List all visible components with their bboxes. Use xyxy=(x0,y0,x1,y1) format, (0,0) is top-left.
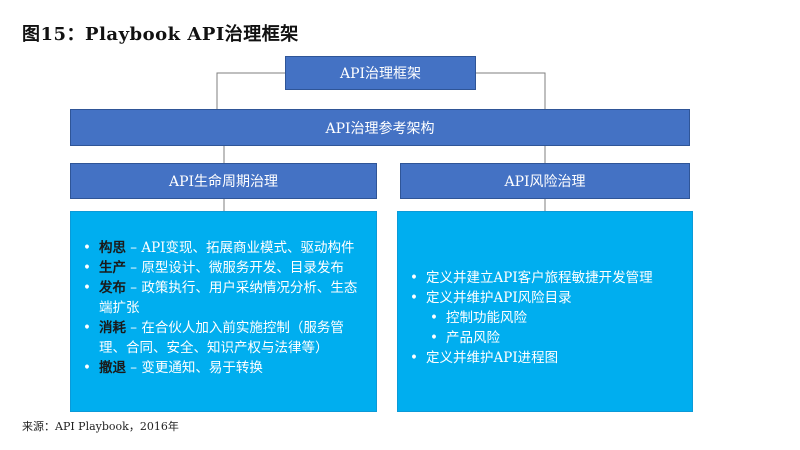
lifecycle-label: API生命周期治理 xyxy=(168,174,279,190)
stage-keyword: 生产 xyxy=(99,260,126,276)
figure-title: 图15：Playbook API治理框架 xyxy=(22,24,299,45)
source-note: 来源：API Playbook，2016年 xyxy=(22,420,179,433)
stage-keyword: 撤退 xyxy=(99,360,126,376)
list-item: 发布 – 政策执行、用户采纳情况分析、生态端扩张 xyxy=(79,278,366,318)
sub-list-item: 控制功能风险 xyxy=(406,308,684,328)
list-item: 定义并维护API进程图 xyxy=(406,348,684,368)
stage-keyword: 消耗 xyxy=(99,320,126,336)
lifecycle-governance-box: API生命周期治理 xyxy=(70,163,377,199)
root-box: API治理框架 xyxy=(285,56,476,90)
stage-keyword: 构思 xyxy=(99,240,126,256)
list-item: 生产 – 原型设计、微服务开发、目录发布 xyxy=(79,258,366,278)
connector-root-right xyxy=(476,72,546,109)
lifecycle-list: 构思 – API变现、拓展商业模式、驱动构件 生产 – 原型设计、微服务开发、目… xyxy=(79,238,366,378)
risk-label: API风险治理 xyxy=(504,174,586,190)
risk-governance-box: API风险治理 xyxy=(400,163,690,199)
lifecycle-panel: 构思 – API变现、拓展商业模式、驱动构件 生产 – 原型设计、微服务开发、目… xyxy=(70,211,377,412)
stage-keyword: 发布 xyxy=(99,280,126,296)
stage-description: – 原型设计、微服务开发、目录发布 xyxy=(126,260,344,276)
list-item: 定义并维护API风险目录 xyxy=(406,288,684,308)
stage-description: – 政策执行、用户采纳情况分析、生态端扩张 xyxy=(99,280,358,316)
root-label: API治理框架 xyxy=(339,66,422,82)
sub-list-item: 产品风险 xyxy=(406,328,684,348)
list-item: 消耗 – 在合伙人加入前实施控制（服务管理、合同、安全、知识产权与法律等） xyxy=(79,318,366,358)
connector-root-left xyxy=(216,72,285,109)
list-item: 构思 – API变现、拓展商业模式、驱动构件 xyxy=(79,238,366,258)
stage-description: – API变现、拓展商业模式、驱动构件 xyxy=(126,240,355,256)
risk-panel: 定义并建立API客户旅程敏捷开发管理 定义并维护API风险目录 控制功能风险 产… xyxy=(397,211,693,412)
stage-description: – 在合伙人加入前实施控制（服务管理、合同、安全、知识产权与法律等） xyxy=(99,320,344,356)
reference-label: API治理参考架构 xyxy=(325,120,435,137)
reference-architecture-box: API治理参考架构 xyxy=(70,109,690,146)
list-item: 定义并建立API客户旅程敏捷开发管理 xyxy=(406,268,684,288)
risk-list: 定义并建立API客户旅程敏捷开发管理 定义并维护API风险目录 控制功能风险 产… xyxy=(406,268,684,368)
list-item: 撤退 – 变更通知、易于转换 xyxy=(79,358,366,378)
stage-description: – 变更通知、易于转换 xyxy=(126,360,263,376)
